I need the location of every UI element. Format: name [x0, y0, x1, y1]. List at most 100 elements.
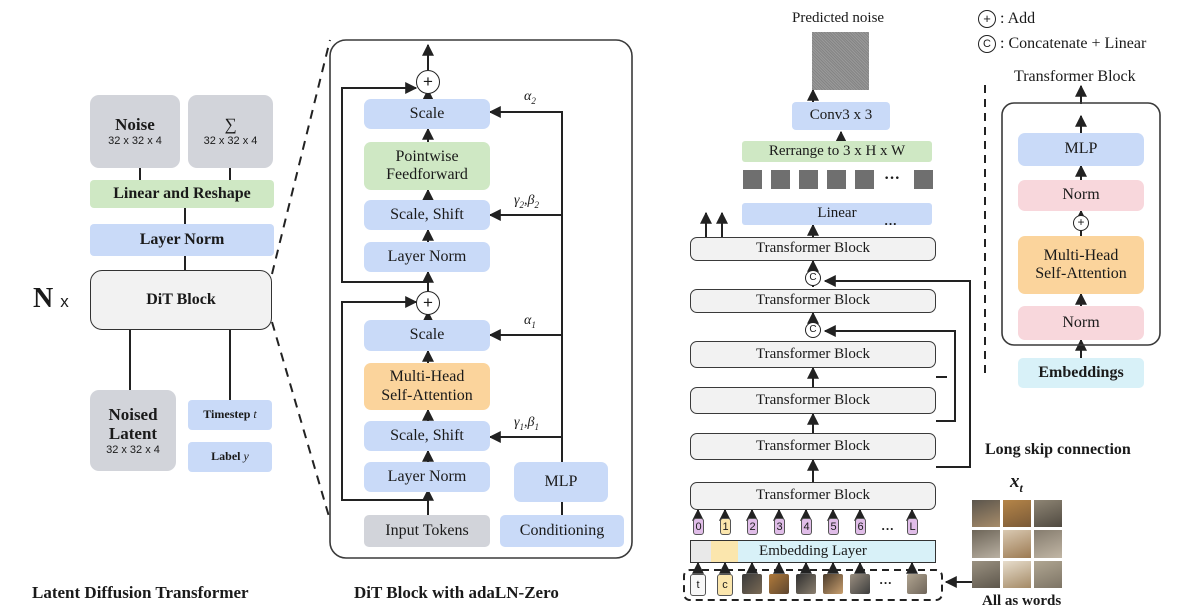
input-patch-1 — [742, 574, 762, 594]
embeddings-box: Embeddings — [1018, 358, 1144, 388]
predicted-noise-label: Predicted noise — [792, 10, 885, 26]
label-var: y — [243, 449, 249, 464]
gamma2-beta2-label: γ2,β2 — [514, 193, 539, 210]
output-patch-2 — [771, 170, 790, 189]
input-token-t: t — [690, 574, 706, 596]
legend-concat: C : Concatenate + Linear — [978, 35, 1147, 54]
image-patch — [1003, 500, 1031, 528]
xt-symbol: x — [1010, 471, 1020, 492]
block-add-icon: + — [1073, 215, 1089, 231]
noised-latent-line1: Noised — [108, 404, 158, 424]
timestep-label: Timestep — [203, 407, 251, 422]
token-1: 1 — [720, 518, 731, 535]
input-patch-2 — [769, 574, 789, 594]
legend-add-label: : Add — [1000, 10, 1036, 27]
noise-dims: 32 x 32 x 4 — [108, 134, 162, 147]
image-patch — [1003, 560, 1031, 588]
noised-latent-line2: Latent — [108, 424, 158, 444]
legend-add-icon: + — [978, 10, 996, 29]
embedding-layer-box: Embedding Layer — [690, 540, 936, 563]
input-tokens-box: Input Tokens — [364, 515, 490, 547]
layer-norm-top-box: Layer Norm — [364, 242, 490, 272]
token-3: 3 — [774, 518, 785, 535]
n-label: N — [33, 283, 54, 314]
gamma1-beta1-label: γ1,β1 — [514, 415, 539, 432]
timestep-box: Timestep t — [188, 400, 272, 430]
mhsa-line1: Multi-Head — [389, 368, 465, 386]
dit-block-box: DiT Block — [90, 270, 272, 330]
noise-output-box: Noise 32 x 32 x 4 — [90, 95, 180, 168]
layer-norm-bottom-box: Layer Norm — [364, 462, 490, 492]
block-norm-top-box: Norm — [1018, 180, 1144, 211]
pointwise-line2: Feedforward — [386, 166, 468, 183]
output-patch-5 — [855, 170, 874, 189]
transformer-block-2: Transformer Block — [690, 433, 936, 460]
add-circle-top: + — [416, 70, 440, 94]
alpha1-symbol: α — [524, 313, 532, 328]
legend-concat-label: : Concatenate + Linear — [1000, 35, 1147, 52]
caption-dit-block-adaln-zero: DiT Block with adaLN-Zero — [354, 583, 559, 602]
image-patch — [972, 560, 1000, 588]
concat-circle-bottom: C — [805, 322, 821, 338]
label-label: Label — [211, 449, 241, 464]
linear-reshape-box: Linear and Reshape — [90, 180, 274, 208]
token-dots: ··· — [881, 521, 895, 536]
block-mlp-box: MLP — [1018, 133, 1144, 166]
gamma2-sub: 2 — [519, 199, 525, 210]
sigma-dims: 32 x 32 x 4 — [203, 134, 258, 147]
noised-latent-dims: 32 x 32 x 4 — [106, 443, 160, 456]
scale-shift-top-box: Scale, Shift — [364, 200, 490, 230]
output-patch-4 — [827, 170, 846, 189]
input-image-xt — [972, 500, 1062, 588]
image-patch — [1034, 500, 1062, 528]
scale-top-box: Scale — [364, 99, 490, 129]
input-token-c: c — [717, 574, 733, 596]
token-L: L — [907, 518, 918, 535]
scale-bottom-box: Scale — [364, 320, 490, 351]
conv-box: Conv3 x 3 — [792, 102, 890, 130]
alpha1-label: α1 — [524, 313, 536, 330]
noised-latent-box: Noised Latent 32 x 32 x 4 — [90, 390, 176, 471]
block-detail-title: Transformer Block — [1014, 68, 1136, 85]
beta1-symbol: ,β — [524, 415, 535, 430]
mhsa-box: Multi-Head Self-Attention — [364, 363, 490, 410]
gamma1-sub: 1 — [519, 421, 525, 432]
transformer-block-1: Transformer Block — [690, 482, 936, 510]
image-patch — [972, 530, 1000, 558]
linear-arrow-dots: ··· — [884, 216, 898, 231]
output-patch-dots: ··· — [884, 170, 901, 187]
input-patch-3 — [796, 574, 816, 594]
long-skip-label: Long skip connection — [985, 441, 1131, 458]
transformer-block-3: Transformer Block — [690, 387, 936, 414]
pointwise-line1: Pointwise — [395, 147, 459, 165]
xt-label: xt — [1010, 471, 1023, 496]
noise-label: Noise — [115, 115, 155, 135]
input-patch-4 — [823, 574, 843, 594]
image-patch — [1003, 530, 1031, 558]
input-patch-last — [907, 574, 927, 594]
block-mhsa-line1: Multi-Head — [1043, 246, 1119, 264]
conditioning-box: Conditioning — [500, 515, 624, 547]
token-5: 5 — [828, 518, 839, 535]
token-0: 0 — [693, 518, 704, 535]
alpha2-label: α2 — [524, 89, 536, 106]
all-as-words-label: All as words — [982, 593, 1062, 609]
block-mhsa-box: Multi-Head Self-Attention — [1018, 236, 1144, 294]
alpha2-symbol: α — [524, 89, 532, 104]
transformer-block-4: Transformer Block — [690, 341, 936, 368]
mlp-box: MLP — [514, 462, 608, 502]
beta2-symbol: ,β — [524, 193, 535, 208]
alpha1-sub: 1 — [531, 319, 536, 330]
add-circle-bottom: + — [416, 291, 440, 315]
image-patch — [1034, 560, 1062, 588]
embedding-layer-label: Embedding Layer — [759, 543, 867, 559]
output-patch-last — [914, 170, 933, 189]
input-patch-dots: ··· — [879, 575, 893, 590]
predicted-noise-image — [812, 32, 869, 90]
caption-latent-diffusion-transformer: Latent Diffusion Transformer — [32, 583, 249, 602]
beta2-sub: 2 — [534, 199, 540, 210]
concat-circle-top: C — [805, 270, 821, 286]
x-label: x — [60, 292, 69, 311]
image-patch — [972, 500, 1000, 528]
sigma-output-box: ∑ 32 x 32 x 4 — [188, 95, 273, 168]
